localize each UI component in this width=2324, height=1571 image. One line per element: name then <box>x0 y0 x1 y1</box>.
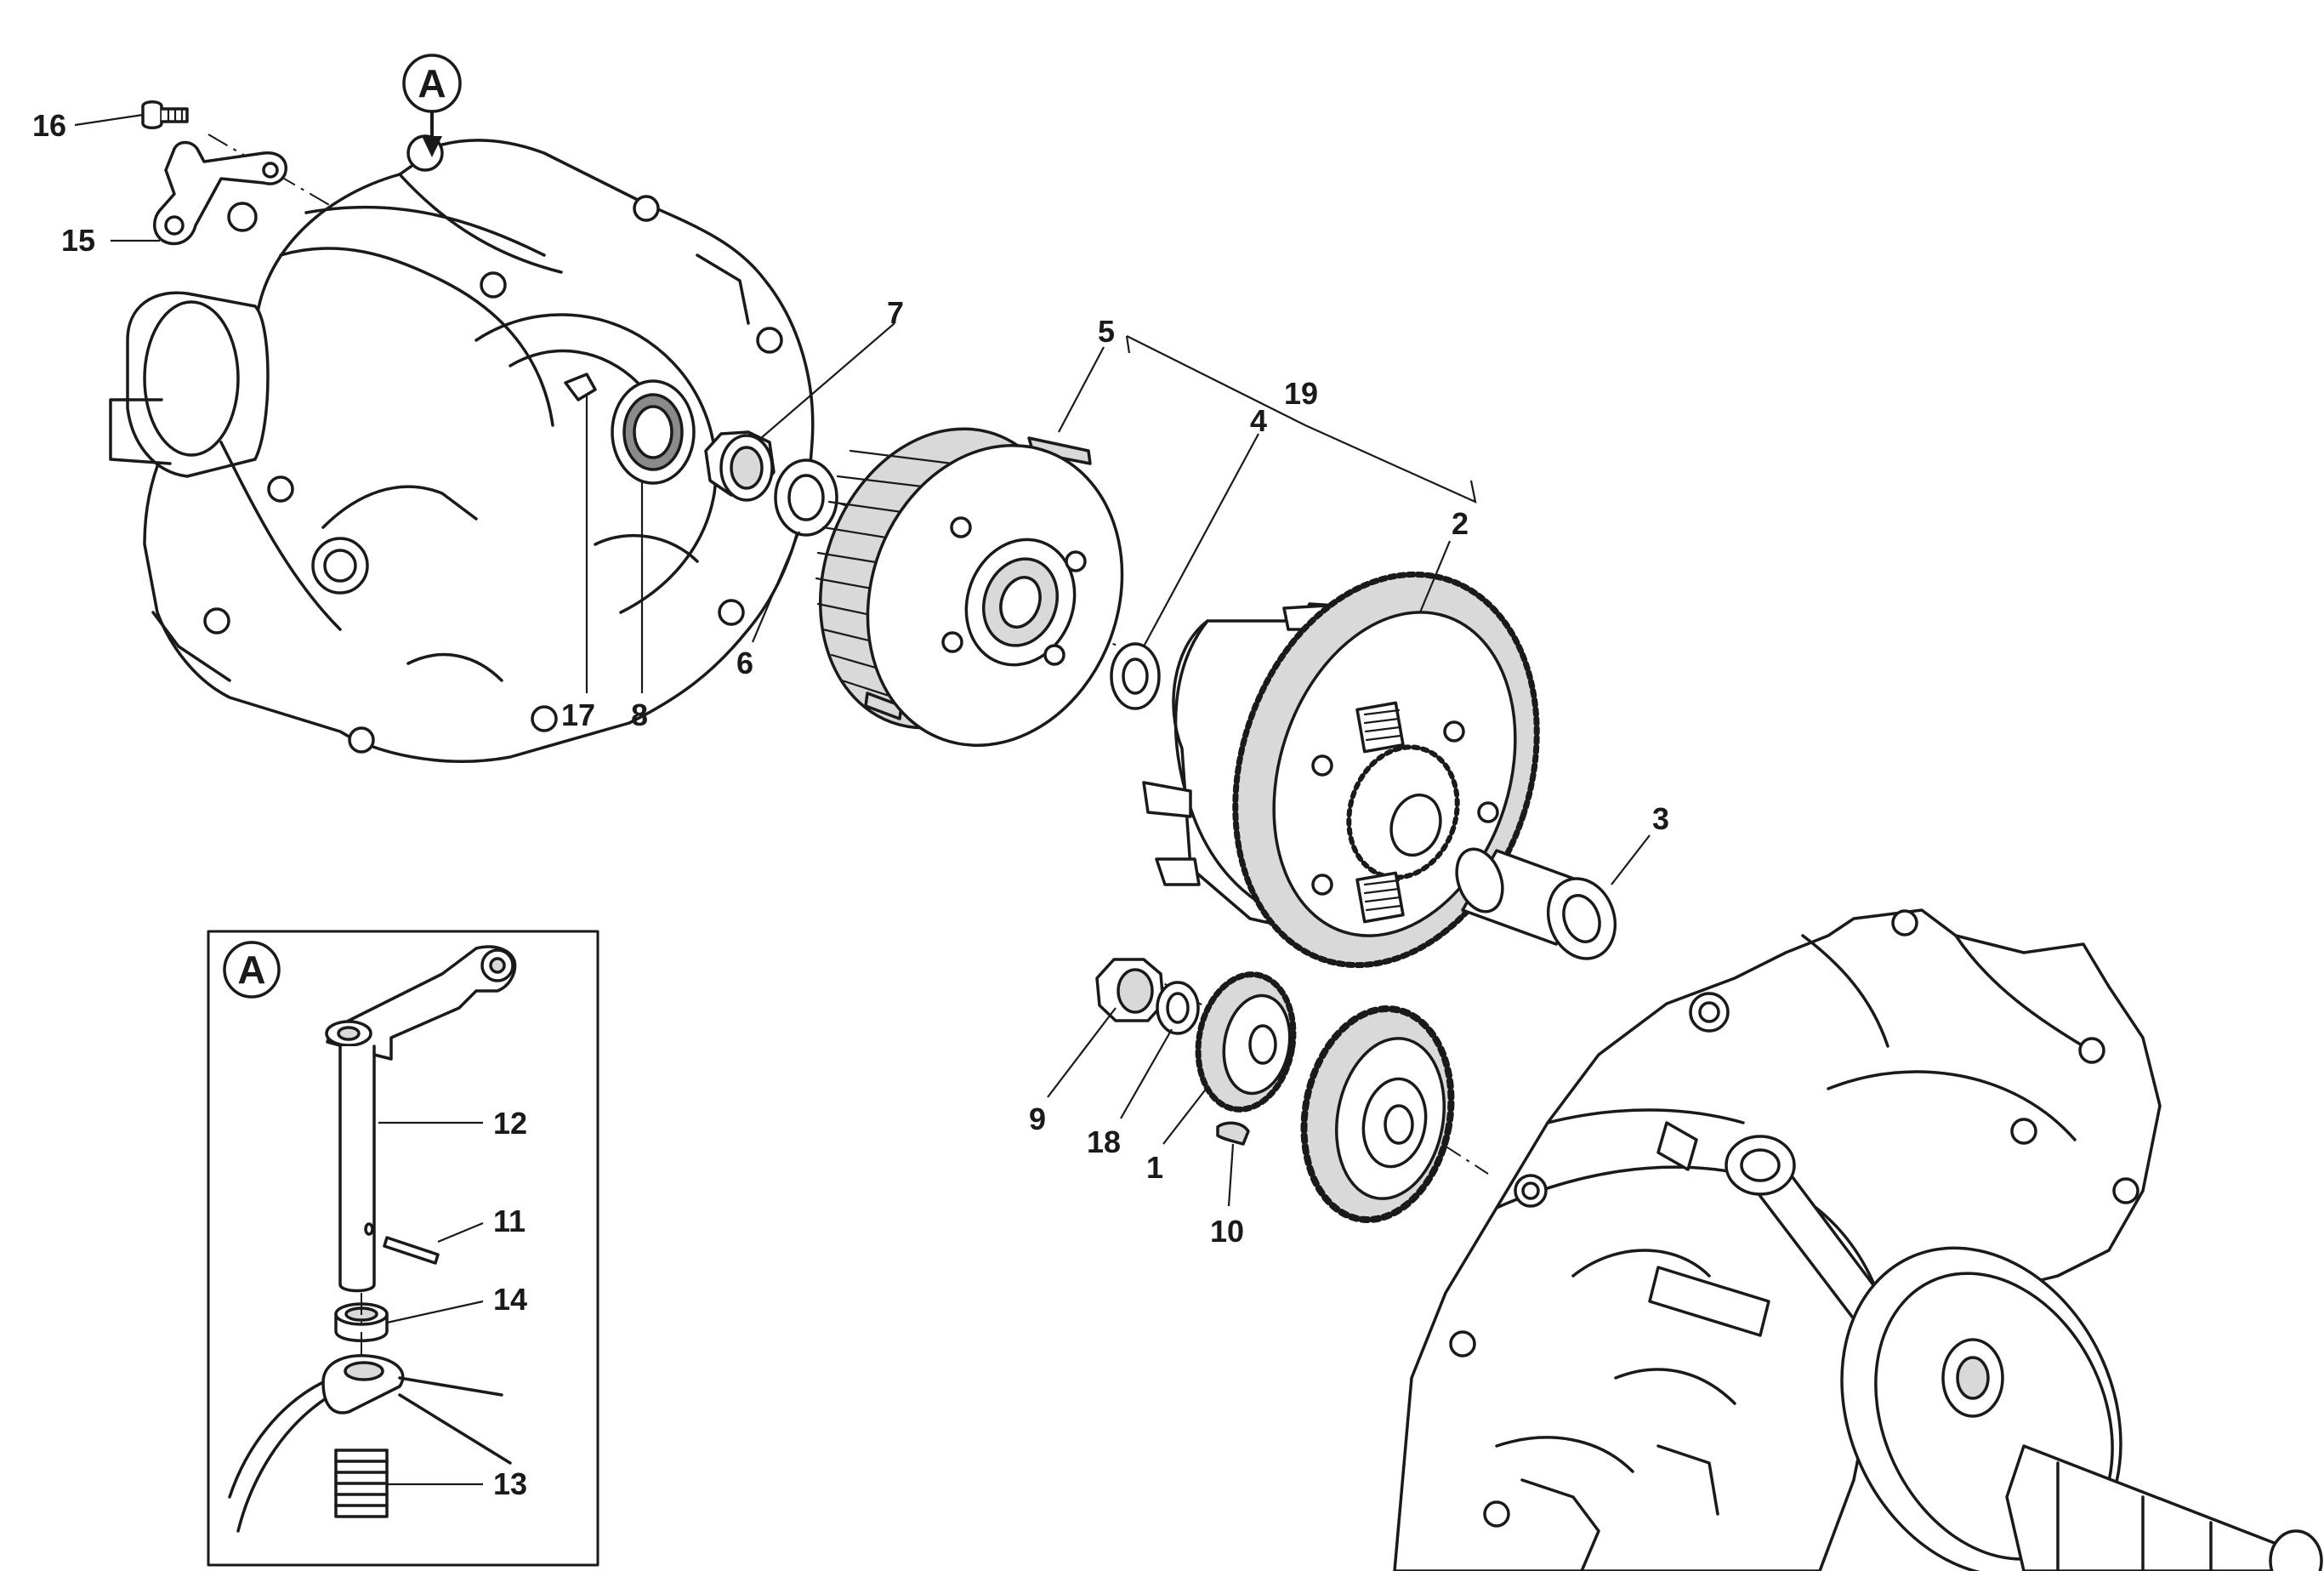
callout-5: 5 <box>1098 314 1115 349</box>
woodruff-key <box>1216 1121 1250 1146</box>
callout-8: 8 <box>631 697 648 732</box>
callout-15: 15 <box>61 223 95 258</box>
callout-1: 1 <box>1146 1150 1163 1185</box>
shift-shaft <box>325 945 517 1293</box>
callout-19: 19 <box>1284 376 1318 411</box>
clutch-housing <box>1142 571 1540 969</box>
driven-gear <box>1300 1005 1455 1223</box>
callout-12: 12 <box>493 1106 527 1141</box>
callout-9: 9 <box>1029 1101 1046 1136</box>
callout-labels: 16 15 7 5 19 4 2 6 17 8 3 12 11 14 13 9 … <box>32 108 1669 1501</box>
leader-lines <box>74 113 1651 1486</box>
detail-a-marker-top-label: A <box>418 61 446 105</box>
gear-washer <box>1156 981 1200 1035</box>
crankshaft <box>1648 1246 2323 1571</box>
callout-3: 3 <box>1652 801 1669 836</box>
callout-2: 2 <box>1452 506 1469 541</box>
return-spring <box>334 1449 389 1518</box>
case-boss <box>228 1354 512 1533</box>
callout-13: 13 <box>493 1466 527 1501</box>
shift-pin <box>383 1236 440 1265</box>
callout-4: 4 <box>1250 403 1267 438</box>
bushing <box>1455 847 1617 960</box>
bolt <box>141 100 189 129</box>
detail-view-a-label: A <box>237 948 265 992</box>
crankcase <box>1393 908 2162 1571</box>
detail-view-a: A <box>207 930 599 1567</box>
dowel-pin <box>564 373 597 401</box>
callout-14: 14 <box>493 1282 527 1317</box>
assembly-bracket <box>1125 335 1477 504</box>
callout-7: 7 <box>887 295 904 330</box>
gear-nut <box>1095 958 1165 1022</box>
lock-nut <box>704 430 776 502</box>
bracket <box>153 140 287 246</box>
drive-gear <box>1195 971 1297 1113</box>
clutch-pack <box>815 427 1124 748</box>
callout-17: 17 <box>561 697 595 732</box>
callout-10: 10 <box>1210 1214 1244 1249</box>
callout-16: 16 <box>32 108 66 143</box>
crankcase-cover <box>109 134 815 763</box>
callout-11: 11 <box>493 1204 526 1238</box>
detail-a-marker-top: A <box>402 54 462 157</box>
thrust-washer <box>1110 642 1161 710</box>
callout-18: 18 <box>1087 1124 1121 1159</box>
callout-6: 6 <box>736 646 753 680</box>
washer <box>774 458 838 537</box>
